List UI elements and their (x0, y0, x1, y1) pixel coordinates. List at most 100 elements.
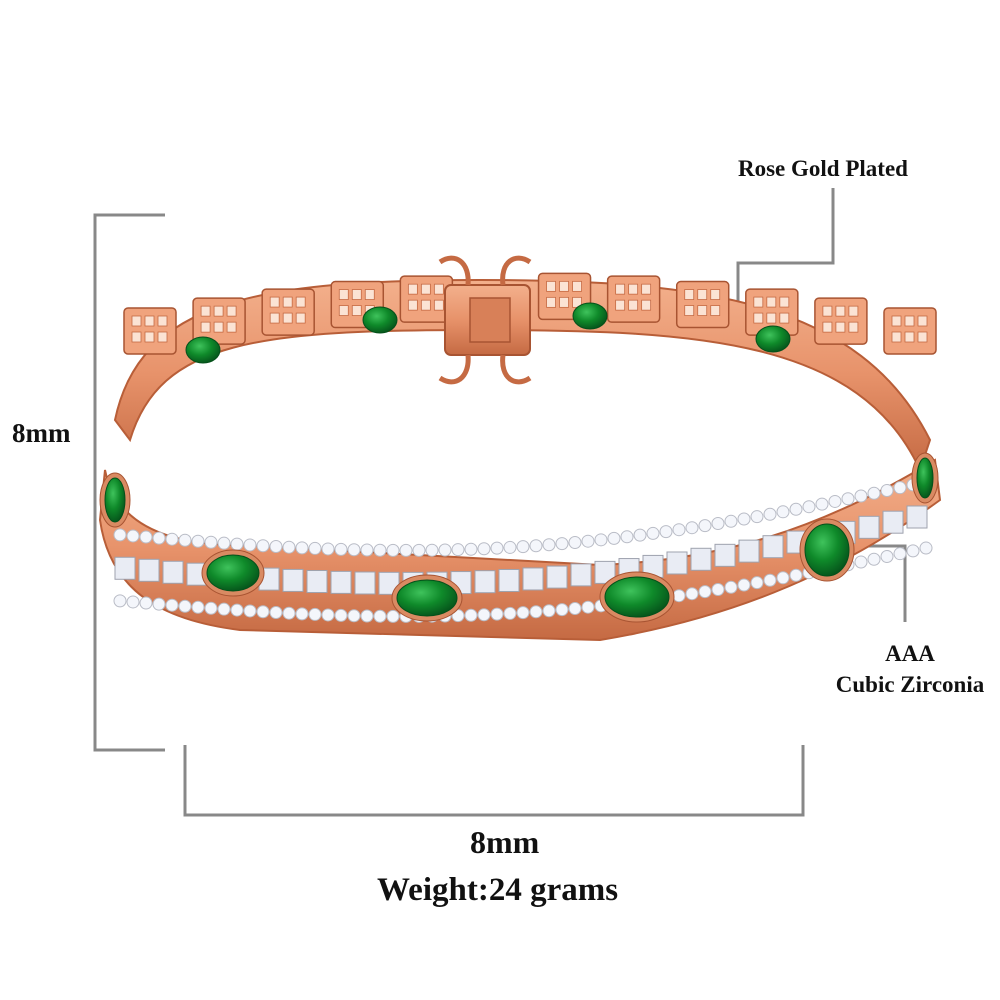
link-setting (123, 307, 177, 355)
round-crystal (763, 507, 777, 521)
round-crystal (152, 531, 166, 545)
round-crystal (698, 519, 712, 533)
link-cutout (269, 312, 280, 324)
round-crystal (555, 537, 569, 551)
link-cutout (779, 312, 790, 324)
round-crystal (126, 595, 140, 609)
link-cutout (641, 283, 652, 295)
square-crystal (690, 547, 712, 571)
emerald-stone (604, 576, 670, 618)
link-cutout (766, 312, 777, 324)
link-cutout (338, 289, 349, 300)
link-cutout (213, 305, 224, 317)
emerald-stone (916, 457, 934, 499)
round-crystal (373, 543, 387, 557)
square-crystal (330, 570, 352, 594)
round-crystal (165, 532, 179, 546)
link-cutout (891, 331, 902, 343)
round-crystal (334, 542, 348, 556)
link-cutout (917, 315, 928, 327)
round-crystal (282, 606, 296, 620)
link-cutout (213, 321, 224, 333)
round-crystal (490, 541, 504, 555)
link-cutout (572, 280, 582, 292)
link-cutout (615, 283, 626, 295)
link-cutout (697, 305, 708, 316)
emerald-stone (185, 336, 221, 364)
round-crystal (776, 571, 790, 585)
link-cutout (364, 289, 375, 300)
link-setting (814, 297, 868, 345)
round-crystal (243, 538, 257, 552)
round-crystal (763, 573, 777, 587)
round-crystal (646, 526, 660, 540)
link-cutout (546, 296, 556, 308)
square-crystal (738, 539, 760, 563)
round-crystal (867, 552, 881, 566)
square-crystal (522, 567, 544, 591)
round-crystal (685, 521, 699, 535)
emerald-stone (572, 302, 608, 330)
round-crystal (360, 543, 374, 557)
round-crystal (464, 542, 478, 556)
round-crystal (464, 608, 478, 622)
square-crystal (906, 505, 928, 529)
link-cutout (684, 305, 695, 316)
round-crystal (672, 589, 686, 603)
square-crystal (762, 535, 784, 559)
round-crystal (191, 534, 205, 548)
link-cutout (559, 296, 569, 308)
round-crystal (815, 497, 829, 511)
round-crystal (672, 523, 686, 537)
link-cutout (641, 299, 652, 311)
round-crystal (230, 603, 244, 617)
round-crystal (191, 600, 205, 614)
emerald-stone (804, 523, 850, 577)
round-crystal (477, 608, 491, 622)
round-crystal (737, 578, 751, 592)
round-crystal (178, 533, 192, 547)
round-crystal (542, 538, 556, 552)
round-crystal (906, 544, 920, 558)
weight-label: Weight:24 grams (377, 872, 619, 908)
link-cutout (433, 283, 444, 295)
round-crystal (620, 530, 634, 544)
stone-grade-label: AAA (885, 641, 935, 666)
round-crystal (295, 607, 309, 621)
round-crystal (529, 605, 543, 619)
link-cutout (144, 331, 155, 343)
round-crystal (854, 489, 868, 503)
link-cutout (848, 305, 859, 317)
round-crystal (867, 486, 881, 500)
height-dimension-line (93, 213, 165, 752)
round-crystal (594, 533, 608, 547)
round-crystal (308, 541, 322, 555)
link-cutout (200, 321, 211, 333)
stone-type-label: Cubic Zirconia (835, 672, 985, 697)
width-dimension-line (183, 745, 805, 817)
square-crystal (546, 565, 568, 589)
round-crystal (477, 542, 491, 556)
round-crystal (178, 599, 192, 613)
round-crystal (490, 607, 504, 621)
round-crystal (386, 609, 400, 623)
round-crystal (750, 510, 764, 524)
link-cutout (338, 305, 349, 316)
link-cutout (157, 331, 168, 343)
square-crystal (498, 568, 520, 592)
square-crystal (594, 560, 616, 584)
round-crystal (581, 600, 595, 614)
round-crystal (347, 609, 361, 623)
link-cutout (420, 299, 431, 311)
square-crystal (882, 510, 904, 534)
round-crystal (581, 534, 595, 548)
round-crystal (295, 541, 309, 555)
round-crystal (880, 549, 894, 563)
link-cutout (766, 296, 777, 308)
square-crystal (282, 568, 304, 592)
round-crystal (321, 608, 335, 622)
round-crystal (451, 609, 465, 623)
link-setting (675, 280, 730, 329)
round-crystal (269, 540, 283, 554)
round-crystal (243, 604, 257, 618)
